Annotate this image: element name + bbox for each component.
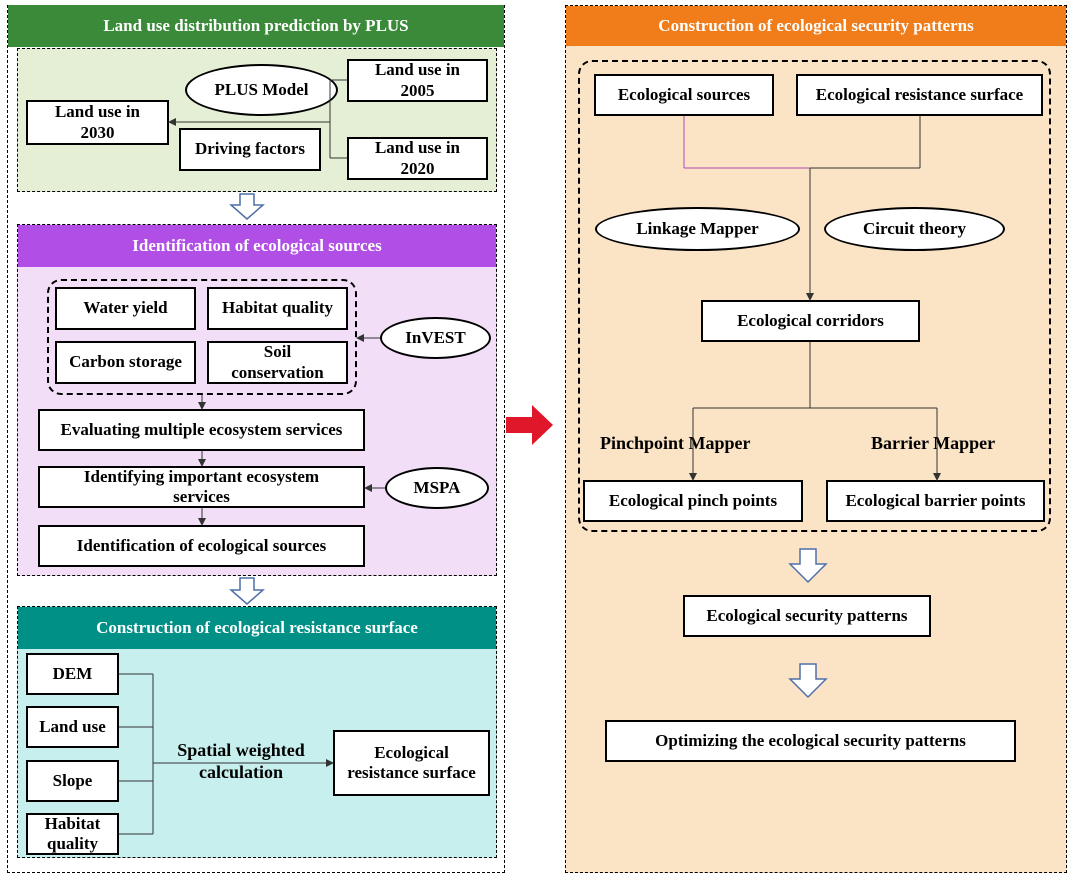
security-process-group (578, 60, 1051, 532)
barrier-mapper-label: Barrier Mapper (871, 433, 996, 453)
red-arrow-icon (506, 405, 553, 445)
ecological-resistance-surface-box: Ecological resistance surface (796, 74, 1043, 116)
carbon-storage-box: Carbon storage (55, 341, 196, 384)
land-use-2030-box: Land use in 2030 (26, 100, 169, 145)
pinchpoint-mapper-label: Pinchpoint Mapper (600, 433, 751, 453)
identifying-services-box: Identifying important ecosystem services (38, 466, 365, 508)
ecological-corridors-box: Ecological corridors (701, 300, 920, 342)
security-section-header: Construction of ecological security patt… (566, 6, 1066, 46)
ecological-security-patterns-box: Ecological security patterns (683, 595, 931, 637)
dem-box: DEM (26, 653, 119, 695)
plus-model-ellipse: PLUS Model (185, 64, 338, 116)
spatial-weighted-label: Spatial weighted calculation (177, 740, 305, 782)
mspa-ellipse: MSPA (385, 467, 489, 509)
land-use-2020-box: Land use in 2020 (347, 137, 488, 180)
land-use-box: Land use (26, 706, 119, 748)
ecological-sources-box: Ecological sources (594, 74, 774, 116)
down-arrow-plus-to-sources (229, 193, 265, 220)
sources-section-header: Identification of ecological sources (18, 225, 496, 267)
land-use-2005-box: Land use in 2005 (347, 59, 488, 102)
slope-box: Slope (26, 760, 119, 802)
down-arrow-points-to-patterns (788, 548, 828, 584)
sources-section-panel (17, 224, 497, 576)
resistance-section-header: Construction of ecological resistance su… (18, 607, 496, 649)
plus-section-header: Land use distribution prediction by PLUS (8, 5, 504, 47)
circuit-theory-ellipse: Circuit theory (824, 207, 1005, 251)
linkage-mapper-ellipse: Linkage Mapper (595, 207, 800, 251)
habitat-quality-factor-box: Habitat quality (26, 813, 119, 855)
soil-conservation-box: Soil conservation (207, 341, 348, 384)
down-arrow-sources-to-resistance (229, 577, 265, 605)
optimizing-patterns-box: Optimizing the ecological security patte… (605, 720, 1016, 762)
identification-sources-box: Identification of ecological sources (38, 525, 365, 567)
evaluating-services-box: Evaluating multiple ecosystem services (38, 409, 365, 451)
driving-factors-box: Driving factors (179, 128, 321, 171)
habitat-quality-box: Habitat quality (207, 287, 348, 330)
resistance-surface-output-box: Ecological resistance surface (333, 730, 490, 796)
down-arrow-patterns-to-optimizing (788, 663, 828, 699)
ecological-barrier-points-box: Ecological barrier points (826, 480, 1045, 522)
ecological-pinch-points-box: Ecological pinch points (583, 480, 803, 522)
invest-ellipse: InVEST (380, 317, 491, 359)
water-yield-box: Water yield (55, 287, 196, 330)
